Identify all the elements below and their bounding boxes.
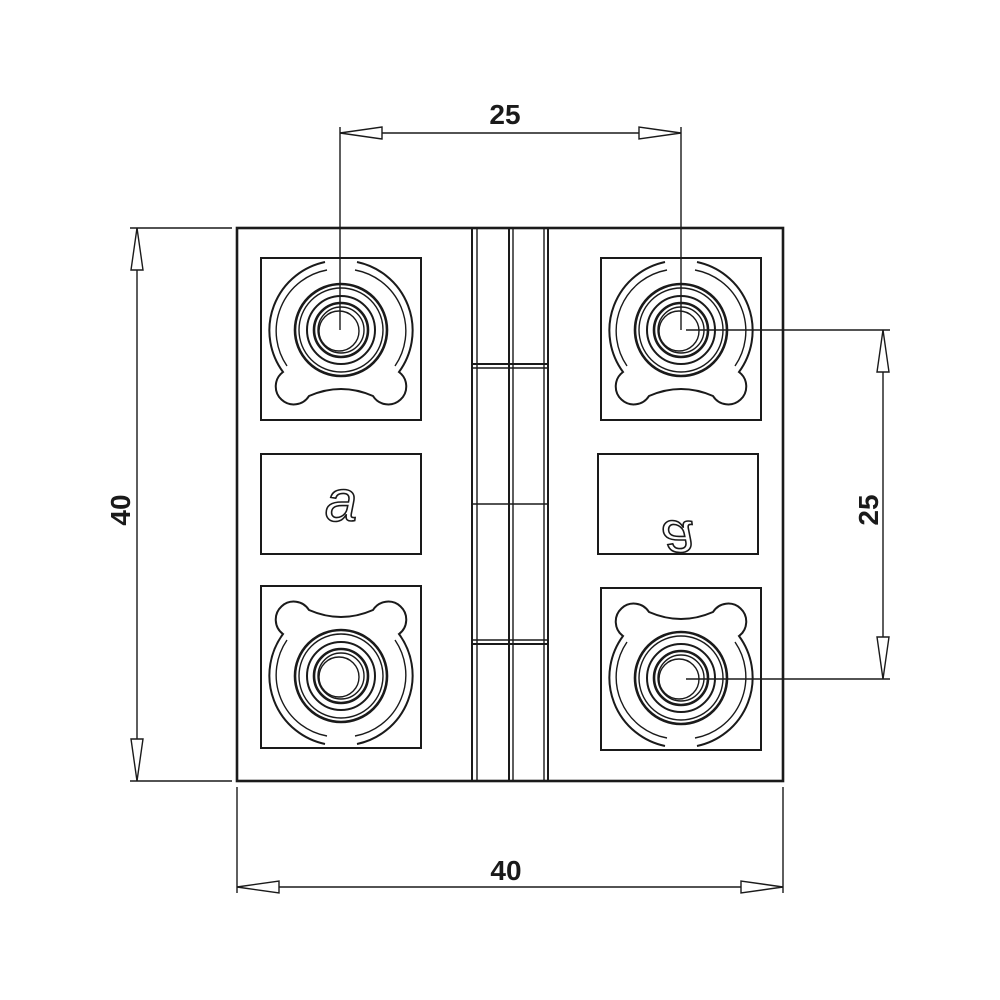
dimension-label: 40 — [490, 855, 521, 886]
arrow-head — [876, 329, 890, 373]
dimension-overall-width: 40 — [236, 787, 784, 894]
arrow-head — [638, 126, 682, 140]
arrow-head — [339, 126, 383, 140]
countersink-ring — [293, 282, 389, 378]
screw-hole — [312, 647, 370, 705]
dimension-overall-height: 40 — [105, 227, 232, 782]
dimension-side-hole-spacing: 25 — [686, 329, 890, 680]
hinge-knuckle — [471, 228, 549, 781]
arrow-head — [236, 880, 280, 894]
dimension-label: 40 — [105, 494, 136, 525]
arrow-head — [130, 227, 144, 271]
countersink-ring — [633, 630, 729, 726]
arrow-head — [876, 636, 890, 680]
right-leaf-mark: a — [662, 508, 694, 573]
dimension-top-hole-spacing: 25 — [339, 99, 682, 330]
countersink-ring — [293, 628, 389, 724]
left-label-recess: a — [260, 453, 422, 555]
dimension-label: 25 — [489, 99, 520, 130]
dimension-label: 25 — [853, 494, 884, 525]
screw-pocket-bottom-left — [260, 585, 422, 749]
left-leaf-mark: a — [325, 469, 357, 534]
screw-pocket-bottom-right — [600, 587, 762, 751]
screw-hole — [312, 301, 370, 359]
arrow-head — [740, 880, 784, 894]
screw-pocket-top-left — [260, 257, 422, 421]
screw-hole — [652, 649, 710, 707]
arrow-head — [130, 738, 144, 782]
right-label-recess: a — [597, 453, 759, 574]
